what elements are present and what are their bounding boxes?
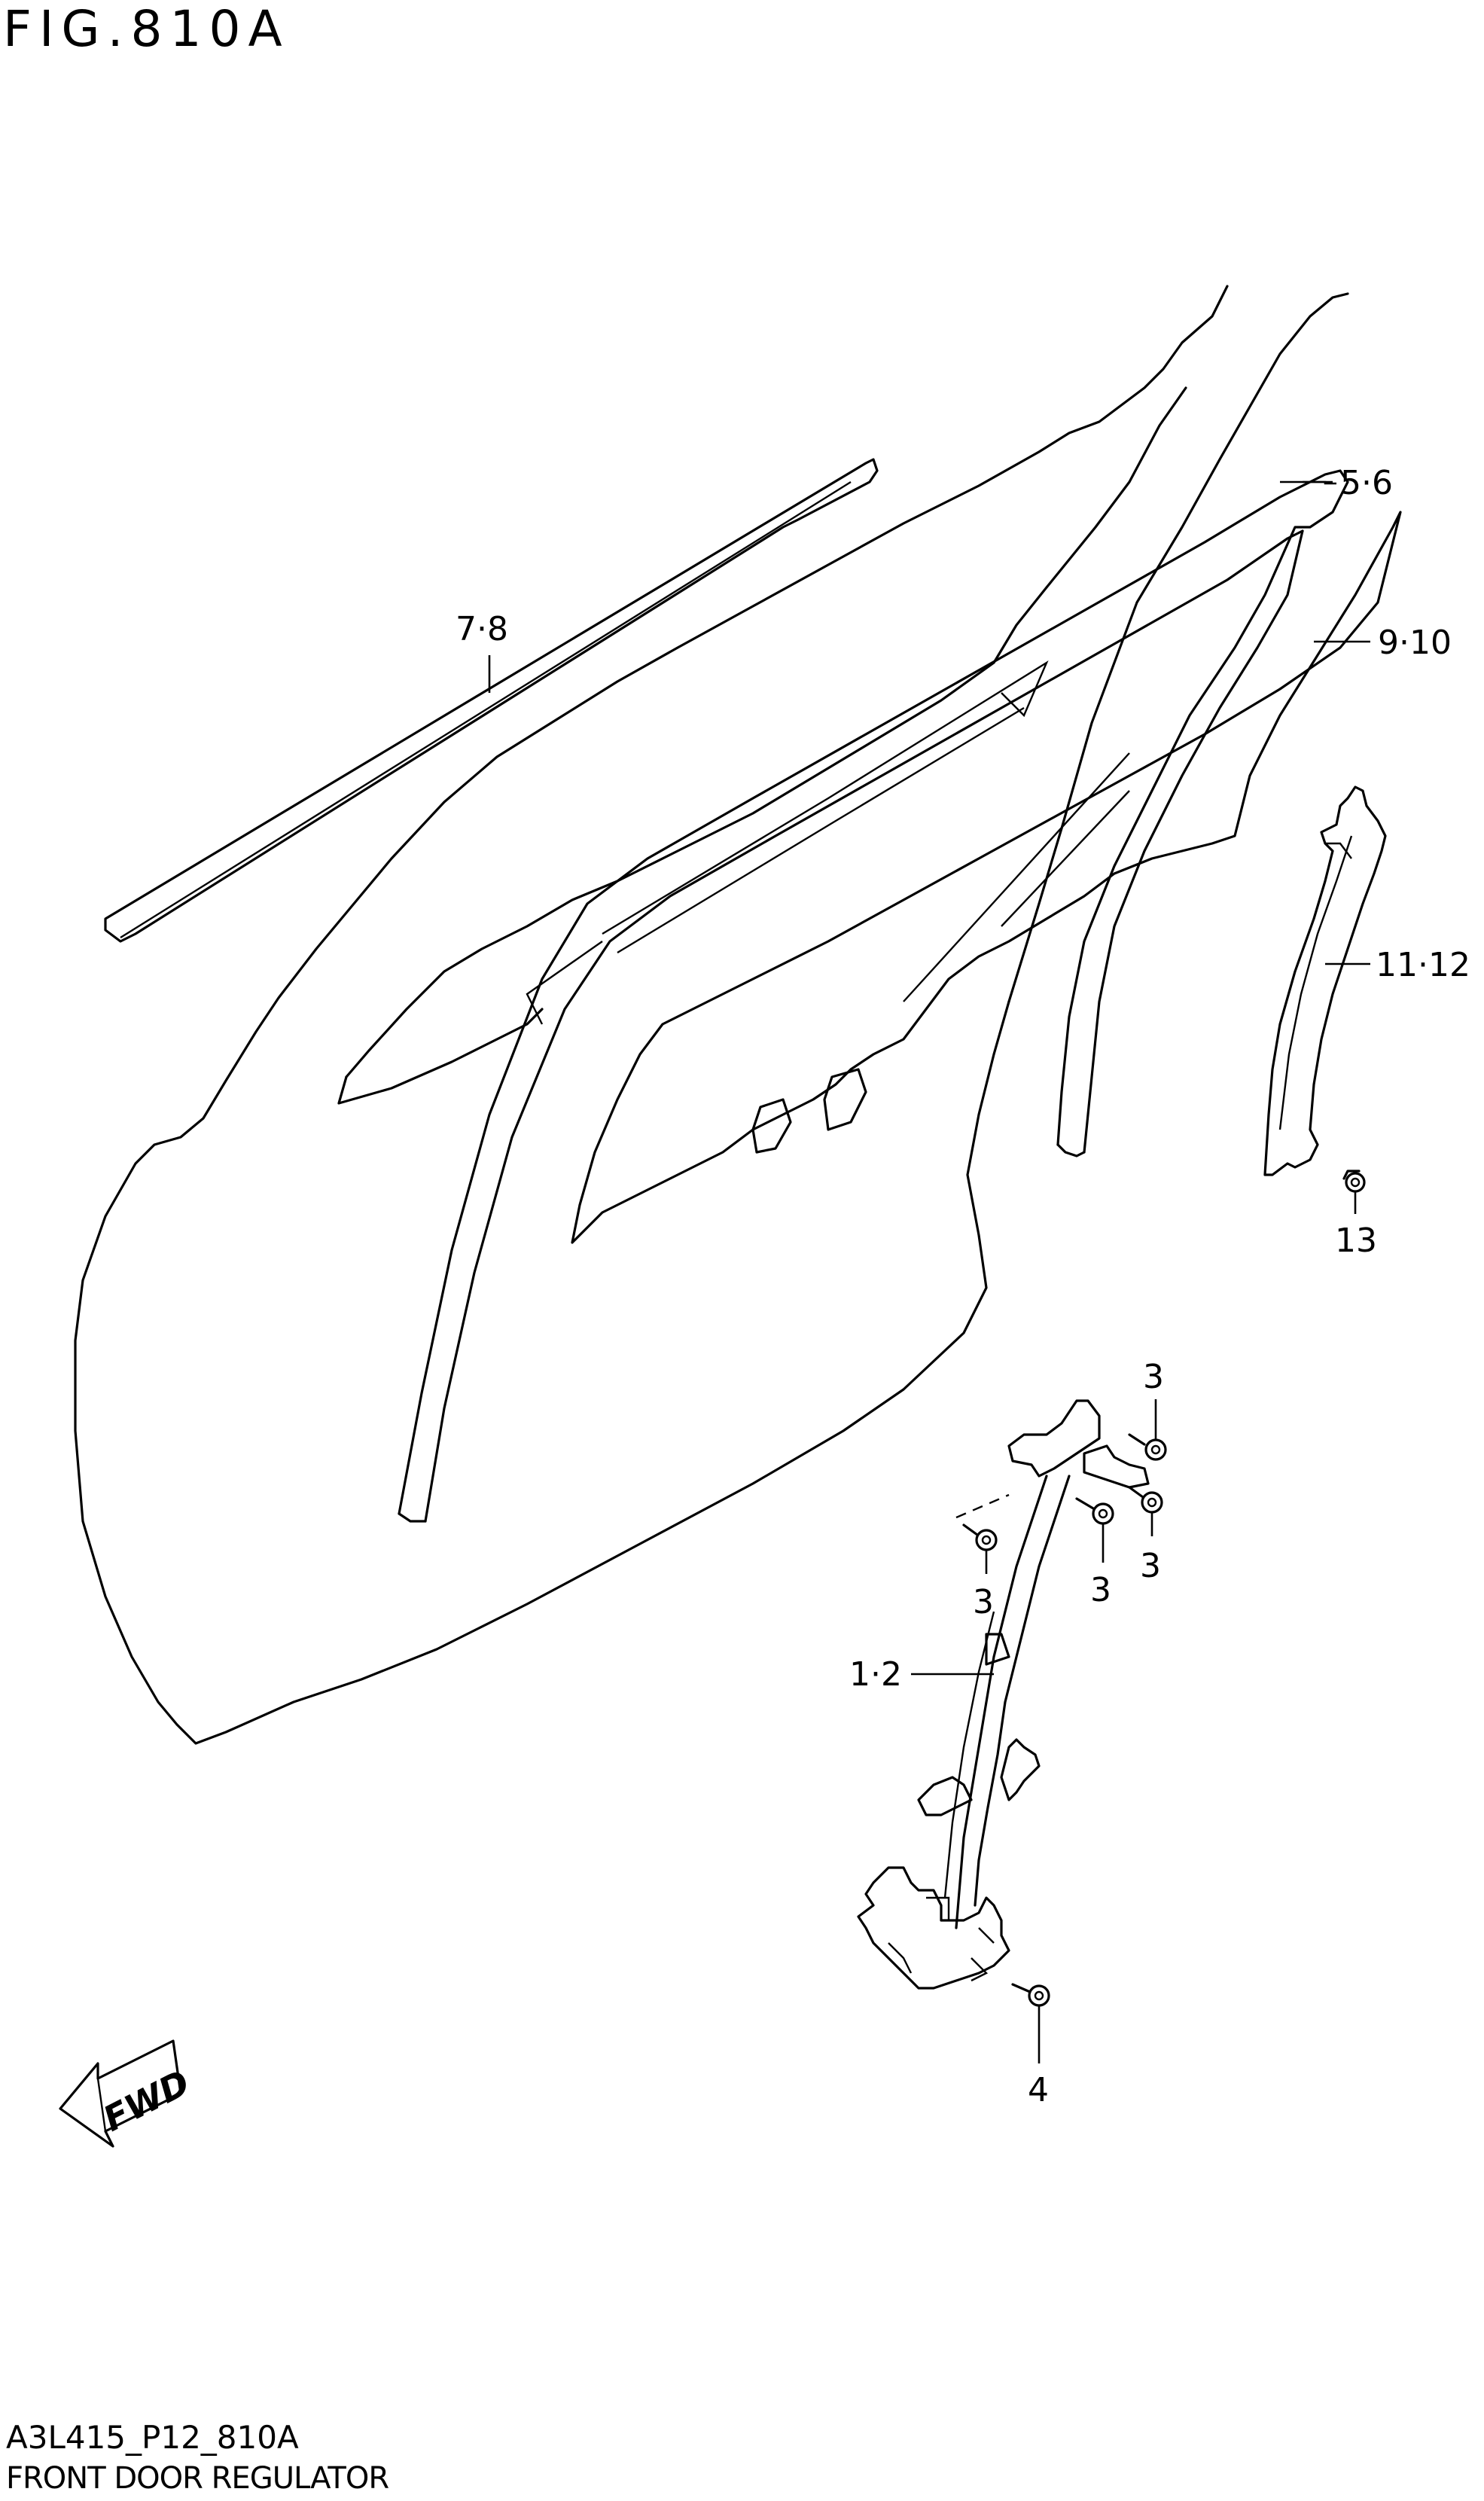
figure-title: FIG.810A [3, 0, 290, 58]
figure-caption: FRONT DOOR REGULATOR [6, 2461, 389, 2496]
callout-glass-run-channel: 11·12 [1376, 946, 1470, 984]
callout-door-glass: 9·10 [1378, 624, 1452, 662]
callout-regulator-bolt-top: 3 [1143, 1358, 1164, 1396]
outer-weatherstrip [104, 458, 879, 943]
door-opening-lower [337, 1008, 544, 1105]
channel-bolt-icon [1342, 1170, 1366, 1193]
regulator-bolt-mid-icon [1075, 1497, 1114, 1525]
fwd-label: FWD [97, 2062, 197, 2140]
glass-run-channel [1263, 785, 1387, 1176]
callout-window-regulator: 1·2 [849, 1655, 902, 1694]
regulator-bolt-top-icon [1128, 1433, 1167, 1461]
door-opening-upper [345, 386, 1187, 1078]
door-sash [398, 469, 1349, 1515]
window-regulator [857, 1399, 1150, 1990]
regulator-bolt-left-icon [962, 1523, 998, 1551]
callout-regulator-bolt-right: 3 [1140, 1547, 1161, 1585]
callout-regulator-bolt-left: 3 [973, 1583, 994, 1621]
regulator-bolt-right-icon [1128, 1486, 1163, 1514]
callout-channel-bolt: 13 [1335, 1222, 1377, 1260]
callout-motor-bolt: 4 [1028, 2071, 1049, 2109]
motor-bolt-icon [1011, 1983, 1050, 2007]
callout-outer-weatherstrip: 7·8 [456, 610, 508, 648]
fwd-arrow-icon: FWD [59, 2039, 197, 2148]
callout-door-sash: 5·6 [1340, 464, 1393, 502]
figure-code: A3L415_P12_810A [6, 2419, 299, 2456]
callout-regulator-bolt-mid: 3 [1090, 1571, 1111, 1609]
door-panel-outline [74, 285, 1229, 1745]
door-frame-inner [1007, 292, 1349, 1003]
